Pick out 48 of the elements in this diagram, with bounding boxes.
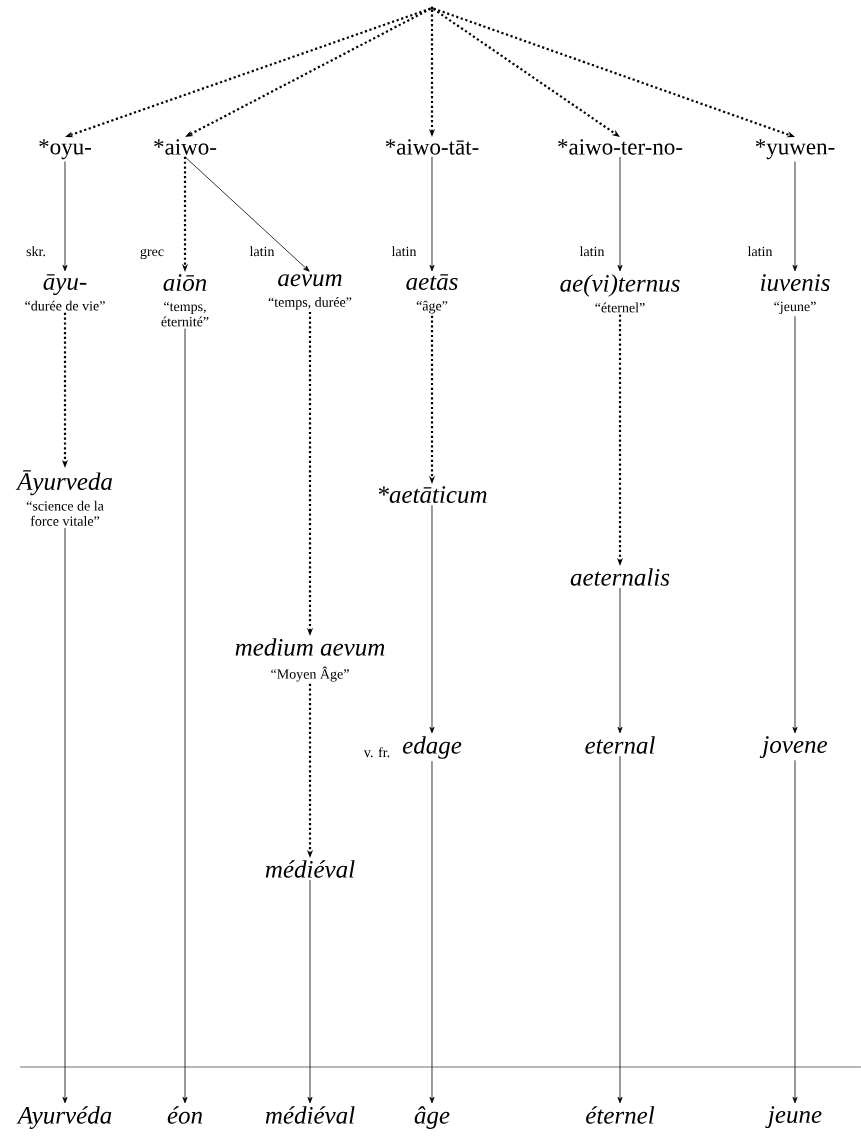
root-word: *aiwo-ter-no- — [558, 139, 683, 155]
word-label: âge — [414, 1106, 450, 1129]
root-word: *oyu- — [39, 139, 91, 160]
word-label: edage — [402, 736, 462, 759]
arrow — [429, 156, 435, 272]
word-label: jeune — [765, 1106, 822, 1129]
word-label: Ayurvéda — [16, 1106, 112, 1129]
branch-point — [430, 6, 434, 10]
root-word: *yuwen- — [755, 139, 835, 160]
language-label: latin — [391, 246, 417, 257]
arrow — [429, 504, 435, 734]
word-label: aeternalis — [570, 568, 670, 586]
arrow — [792, 315, 798, 734]
word-label: Āyurveda “science de la force vitale” — [15, 470, 112, 526]
arrow — [617, 156, 623, 272]
arrow — [429, 760, 435, 1104]
word-label: médiéval — [265, 1106, 355, 1124]
word-label: aiōn “temps, éternité” — [161, 274, 209, 327]
word-label: eternal — [585, 736, 655, 754]
arrow — [792, 161, 798, 272]
language-label: latin — [249, 246, 275, 257]
word-label: āyu- “durée de vie” — [25, 274, 105, 311]
language-label: v. fr. — [363, 747, 390, 758]
root-word: *aiwo-tāt- — [385, 139, 479, 155]
arrow — [62, 527, 68, 1104]
arrow — [182, 328, 188, 1104]
arrow — [184, 156, 310, 272]
word-label: *aetāticum — [378, 486, 487, 504]
word-label: aetās “âge” — [406, 274, 458, 314]
arrow — [432, 8, 620, 137]
word-label: éternel — [586, 1106, 655, 1124]
language-label: latin — [579, 246, 605, 257]
arrow — [617, 755, 623, 1104]
language-label: latin — [747, 246, 773, 257]
word-label: éon — [167, 1106, 202, 1124]
language-label: grec — [140, 248, 164, 260]
root-word: *aiwo- — [154, 139, 217, 155]
arrow — [307, 879, 313, 1104]
word-label: medium aevum “Moyen Âge” — [235, 638, 385, 682]
word-label: iuvenis “jeune” — [761, 274, 830, 315]
arrow — [62, 161, 68, 272]
word-label: médiéval — [265, 860, 355, 878]
word-label: aevum “temps, durée” — [268, 274, 352, 310]
word-label: ae(vi)ternus “éternel” — [560, 274, 680, 313]
arrow — [617, 587, 623, 734]
arrow — [792, 759, 798, 1104]
word-label: jovene — [759, 736, 828, 759]
language-label: skr. — [26, 246, 45, 257]
